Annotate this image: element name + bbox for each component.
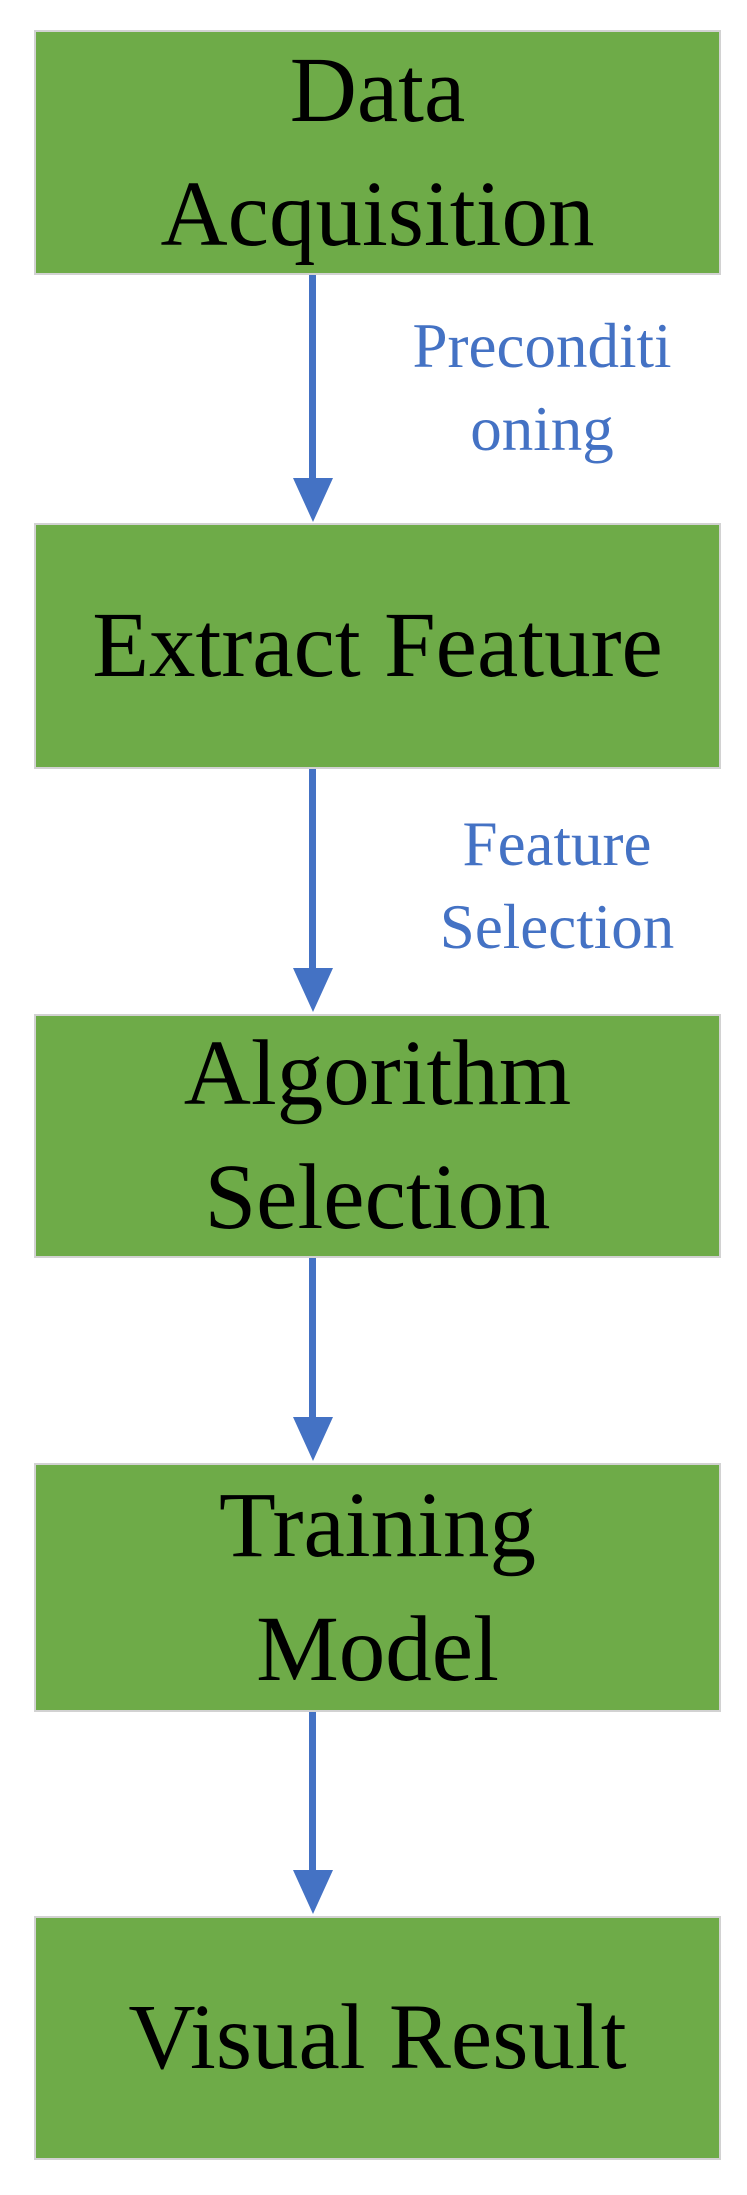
edge-label-line: Feature: [462, 809, 652, 879]
node-extract-feature: Extract Feature: [34, 523, 721, 769]
node-label-line: Model: [256, 1597, 499, 1701]
edge-label-line: Selection: [439, 892, 675, 962]
edge-label-preconditioning: Preconditi oning: [372, 305, 712, 471]
node-label-line: Selection: [204, 1146, 551, 1249]
arrow-head-icon: [293, 968, 333, 1012]
node-label-line: Extract Feature: [92, 594, 663, 697]
edge-label-feature-selection: Feature Selection: [387, 803, 727, 969]
arrow-shaft-4: [309, 1712, 316, 1871]
node-label-line: Visual Result: [128, 1986, 627, 2089]
arrow-shaft-1: [309, 275, 316, 479]
node-label-line: Training: [219, 1473, 536, 1577]
node-data-acquisition: Data Acquisition: [34, 30, 721, 275]
node-visual-result: Visual Result: [34, 1916, 721, 2160]
arrow-shaft-2: [309, 769, 316, 969]
arrow-head-icon: [293, 1417, 333, 1461]
edge-label-line: Preconditi: [412, 311, 672, 381]
arrow-shaft-3: [309, 1258, 316, 1418]
node-label-line: Algorithm: [183, 1022, 572, 1125]
arrow-head-icon: [293, 1870, 333, 1914]
edge-label-line: oning: [470, 394, 614, 464]
node-algorithm-selection: Algorithm Selection: [34, 1014, 721, 1258]
node-label-line: Data: [289, 38, 466, 142]
node-label-line: Acquisition: [160, 162, 595, 266]
arrow-head-icon: [293, 478, 333, 522]
node-training-model: Training Model: [34, 1463, 721, 1712]
